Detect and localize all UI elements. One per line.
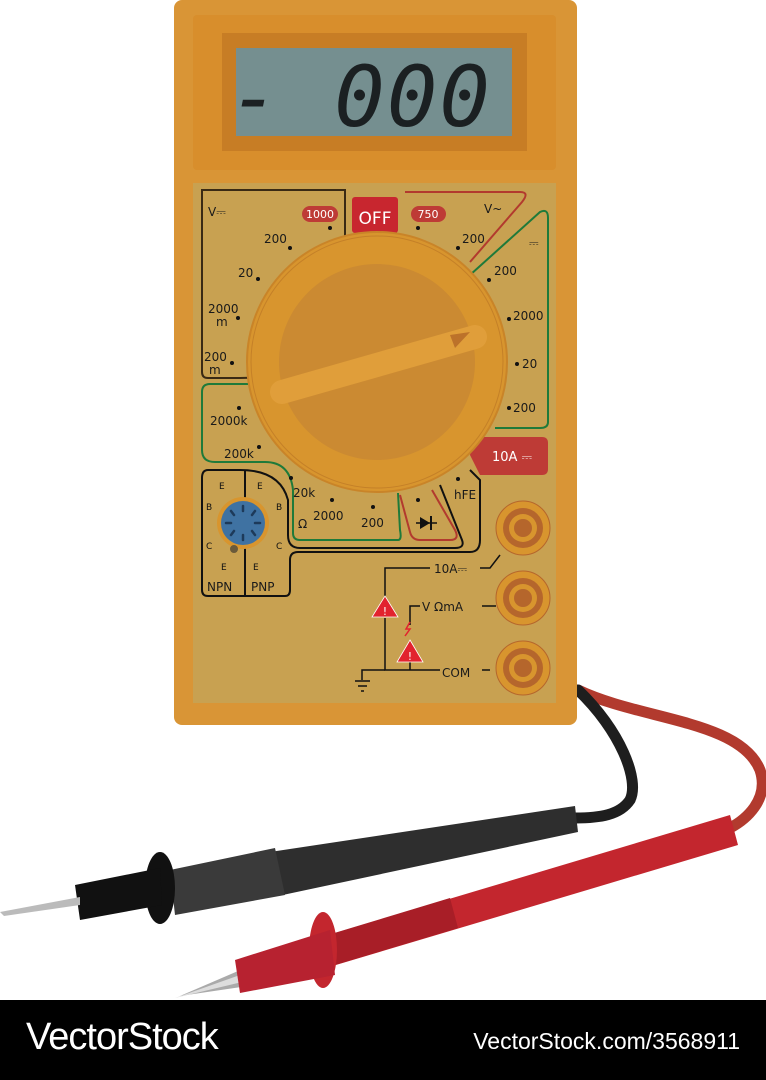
svg-text:!: ! bbox=[383, 605, 387, 618]
off-label: OFF bbox=[359, 209, 392, 229]
ohm-symbol: Ω bbox=[298, 517, 307, 531]
range-label: 200 bbox=[204, 350, 227, 364]
warning-icon: ! bbox=[396, 639, 424, 663]
watermark-url: VectorStock.com/3568911 bbox=[473, 1028, 740, 1054]
transistor-socket[interactable] bbox=[217, 497, 269, 553]
black-test-lead bbox=[0, 684, 639, 924]
range-label: 2000k bbox=[210, 414, 248, 428]
svg-text:E: E bbox=[257, 482, 263, 492]
range-label: 200 bbox=[462, 232, 485, 246]
range-label: 2000 bbox=[513, 309, 544, 323]
svg-text:C: C bbox=[206, 542, 212, 552]
acv-title: V~ bbox=[484, 202, 502, 216]
rotary-selector-knob[interactable] bbox=[246, 231, 508, 493]
range-label: 20 bbox=[522, 357, 537, 371]
dca-title: ⎓ bbox=[529, 236, 539, 250]
svg-text:C: C bbox=[276, 542, 282, 552]
range-label: 200k bbox=[224, 447, 254, 461]
npn-label: NPN bbox=[207, 580, 232, 594]
range-label: 200 bbox=[264, 232, 287, 246]
voltage-bolt-icon bbox=[404, 621, 412, 637]
range-label: m bbox=[216, 315, 228, 329]
lcd-screen bbox=[236, 48, 512, 136]
dcv-title: V⎓ bbox=[208, 205, 226, 219]
jack-v-ohm-ma-label: V ΩmA bbox=[422, 600, 464, 614]
jack-wiring bbox=[355, 554, 501, 692]
watermark-bar: VectorStock VectorStock.com/3568911 bbox=[0, 1000, 766, 1080]
svg-text:E: E bbox=[221, 563, 227, 573]
jack-com[interactable] bbox=[495, 640, 551, 696]
jack-10a-label: 10A⎓ bbox=[434, 562, 467, 576]
pnp-label: PNP bbox=[251, 580, 274, 594]
red-test-lead bbox=[175, 684, 766, 998]
diode-icon bbox=[416, 516, 437, 530]
svg-text:!: ! bbox=[408, 650, 412, 663]
socket-pin-labels: E E B B C C E E bbox=[206, 482, 282, 573]
range-label: 200 bbox=[494, 264, 517, 278]
warning-icon: ! bbox=[371, 595, 399, 618]
range-dots bbox=[230, 226, 519, 509]
range-label: 20k bbox=[293, 486, 315, 500]
jack-10a[interactable] bbox=[495, 500, 551, 556]
hfe-label: hFE bbox=[454, 488, 476, 502]
svg-text:B: B bbox=[206, 503, 212, 513]
range-label: 20 bbox=[238, 266, 253, 280]
jack-com-label: COM bbox=[442, 666, 470, 680]
range-1000: 1000 bbox=[306, 208, 334, 221]
svg-text:E: E bbox=[219, 482, 225, 492]
lcd-reading: - 000 bbox=[229, 48, 492, 146]
svg-text:B: B bbox=[276, 503, 282, 513]
watermark-brand: VectorStock bbox=[26, 1016, 219, 1058]
range-label: 200 bbox=[513, 401, 536, 415]
range-label: 200 bbox=[361, 516, 384, 530]
range-label: 2000 bbox=[208, 302, 239, 316]
ten-amp-label: 10A ⎓ bbox=[492, 450, 532, 465]
range-750: 750 bbox=[418, 208, 439, 221]
jack-v-ohm-ma[interactable] bbox=[495, 570, 551, 626]
off-position[interactable] bbox=[352, 197, 398, 233]
svg-text:E: E bbox=[253, 563, 259, 573]
ten-amp-position[interactable] bbox=[470, 437, 548, 475]
range-label: m bbox=[209, 363, 221, 377]
range-label: 2000 bbox=[313, 509, 344, 523]
